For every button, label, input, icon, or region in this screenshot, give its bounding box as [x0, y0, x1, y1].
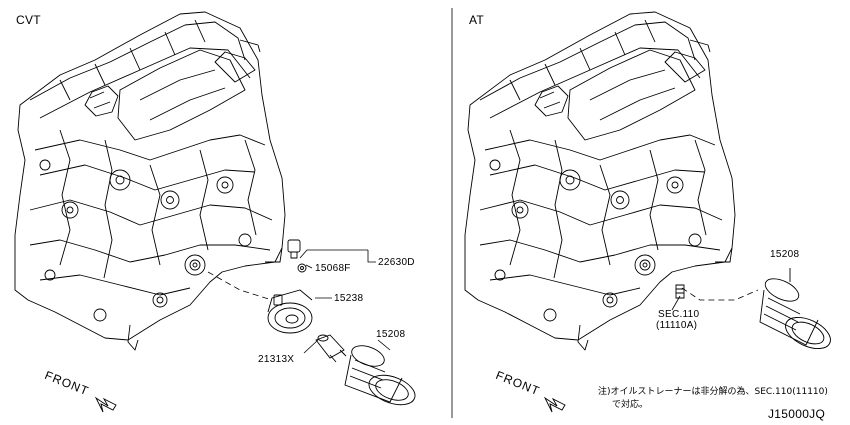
engine-block-right [464, 11, 736, 351]
leader-lines-left [207, 249, 391, 354]
strainer-stud [675, 284, 685, 299]
front-arrow-left-icon [94, 396, 117, 413]
part-label-15068F[interactable]: 15068F [315, 263, 351, 274]
panel-label-right: AT [469, 13, 485, 27]
panel-label-left: CVT [16, 13, 41, 27]
note-line-2: で対応。 [612, 400, 649, 410]
part-label-15208-right[interactable]: 15208 [770, 249, 800, 260]
leader-lines-right [671, 287, 759, 311]
diagram-code: J15000JQ [768, 407, 826, 421]
part-label-22630D[interactable]: 22630D [378, 257, 415, 268]
part-label-21313X[interactable]: 21313X [258, 354, 295, 365]
oil-filter-right [759, 268, 831, 349]
front-arrow-right-icon [543, 396, 566, 413]
engine-block-left [14, 11, 286, 351]
oil-pressure-switch [287, 239, 307, 273]
part-label-15238[interactable]: 15238 [334, 293, 364, 304]
oil-cooler [267, 289, 313, 334]
section-reference[interactable]: SEC.110 [658, 309, 700, 320]
part-label-15208-left[interactable]: 15208 [376, 329, 406, 340]
note-line-1: 注)オイルストレーナーは非分解の為、SEC.110(11110) [598, 387, 828, 397]
section-reference-sub: (11110A) [656, 320, 698, 331]
connector-bolt [315, 334, 347, 363]
oil-filter-left [344, 345, 416, 406]
